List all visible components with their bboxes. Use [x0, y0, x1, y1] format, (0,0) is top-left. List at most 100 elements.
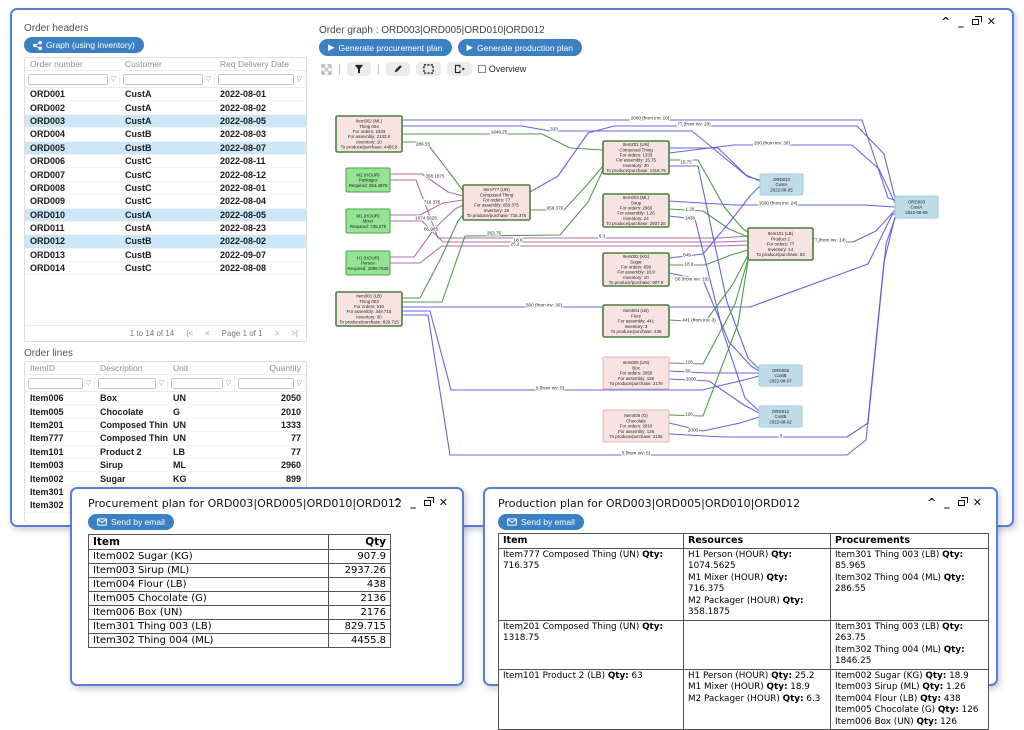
collapse-icon[interactable]: ^	[393, 496, 403, 509]
minimize-icon[interactable]: _	[410, 496, 416, 509]
column-header[interactable]: ItemID	[30, 363, 56, 373]
procurement-row: Item302 Thing 004 (ML)4455.8	[88, 633, 391, 648]
cell: Sirup	[100, 460, 124, 471]
plan-line: Item301 Thing 003 (LB) Qty: 263.75	[835, 621, 964, 644]
column-header[interactable]: Customer	[125, 59, 162, 69]
minimize-icon[interactable]: _	[944, 496, 950, 509]
pencil-icon[interactable]	[385, 62, 410, 76]
node-label: 2022-08-02	[769, 419, 792, 424]
production-row: Item777 Composed Thing (UN) Qty: 716.375…	[498, 547, 989, 621]
collapse-icon[interactable]: ^	[927, 496, 937, 509]
cell: 77	[290, 446, 301, 457]
filter-funnel-icon[interactable]: ▽	[296, 75, 302, 83]
close-icon[interactable]: ✕	[972, 496, 982, 509]
node-label: H1 (HOUR)	[357, 255, 380, 260]
filter-icon[interactable]	[346, 62, 371, 76]
prev-page-button[interactable]: <	[204, 329, 210, 338]
filter-input-itemid[interactable]	[28, 377, 83, 389]
frame-icon[interactable]	[415, 62, 441, 76]
graph-using-inventory-button[interactable]: Graph (using inventory)	[24, 37, 144, 53]
first-page-button[interactable]: |<	[186, 329, 193, 338]
filter-input-order-number[interactable]	[28, 73, 108, 85]
export-icon[interactable]	[446, 62, 472, 76]
graph-edge	[529, 165, 604, 211]
next-page-button[interactable]: >	[274, 329, 280, 338]
filter-funnel-icon[interactable]: ▽	[110, 75, 116, 83]
edge-label: 1846.25	[491, 130, 508, 135]
collapse-icon[interactable]: ^	[941, 15, 951, 28]
close-icon[interactable]: ✕	[438, 496, 448, 509]
maximize-icon[interactable]	[971, 15, 982, 25]
column-header[interactable]: Unit	[173, 363, 189, 373]
column-header[interactable]: Req Delivery Date	[220, 59, 289, 69]
column-header[interactable]: Quantity	[269, 363, 301, 373]
filter-input-customer[interactable]	[123, 73, 203, 85]
filter-funnel-icon[interactable]: ▽	[296, 379, 302, 387]
filter-funnel-icon[interactable]: ▽	[205, 75, 211, 83]
filter-input-req-delivery-date[interactable]	[218, 73, 294, 85]
overview-checkbox[interactable]: Overview	[477, 64, 526, 74]
filter-funnel-icon[interactable]: ▽	[85, 379, 91, 387]
generate-procurement-plan-button[interactable]: ▶ Generate procurement plan	[319, 39, 452, 56]
filter-input-description[interactable]	[98, 377, 156, 389]
minimize-icon[interactable]: _	[958, 15, 964, 28]
filter-input-unit[interactable]	[171, 377, 223, 389]
plan-line: Item301 Thing 003 (LB) Qty: 85.965	[835, 549, 964, 572]
generate-production-plan-button[interactable]: ▶ Generate production plan	[457, 39, 582, 56]
edge-label: 77 (from inv: 20)	[677, 122, 711, 127]
filter-funnel-icon[interactable]: ▽	[158, 379, 164, 387]
last-page-button[interactable]: >|	[291, 329, 298, 338]
order-graph-canvas[interactable]: 2000 (from inv: 10)3331846.25286.55358.1…	[317, 72, 1012, 520]
send-by-email-button[interactable]: Send by email	[88, 514, 174, 530]
maximize-icon[interactable]	[957, 496, 968, 506]
filter-funnel-icon[interactable]: ▽	[225, 379, 231, 387]
close-icon[interactable]: ✕	[986, 15, 996, 28]
send-by-email-button[interactable]: Send by email	[498, 514, 584, 530]
maximize-icon[interactable]	[423, 496, 434, 506]
filter-input-quantity[interactable]	[238, 377, 294, 389]
column-header[interactable]: Description	[100, 363, 143, 373]
column-header[interactable]: Order number	[30, 59, 83, 69]
node-label: Item002 (KG)	[623, 254, 650, 259]
move-icon[interactable]	[321, 63, 332, 75]
